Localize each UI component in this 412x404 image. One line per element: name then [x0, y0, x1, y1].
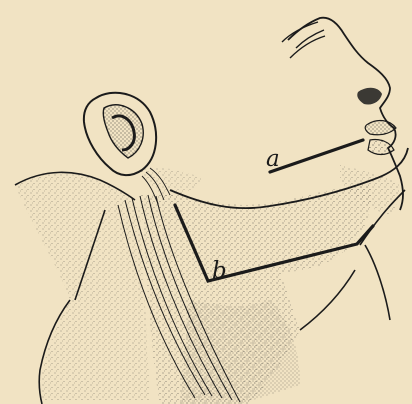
label-a: a	[266, 146, 280, 172]
label-b: b	[212, 258, 227, 284]
